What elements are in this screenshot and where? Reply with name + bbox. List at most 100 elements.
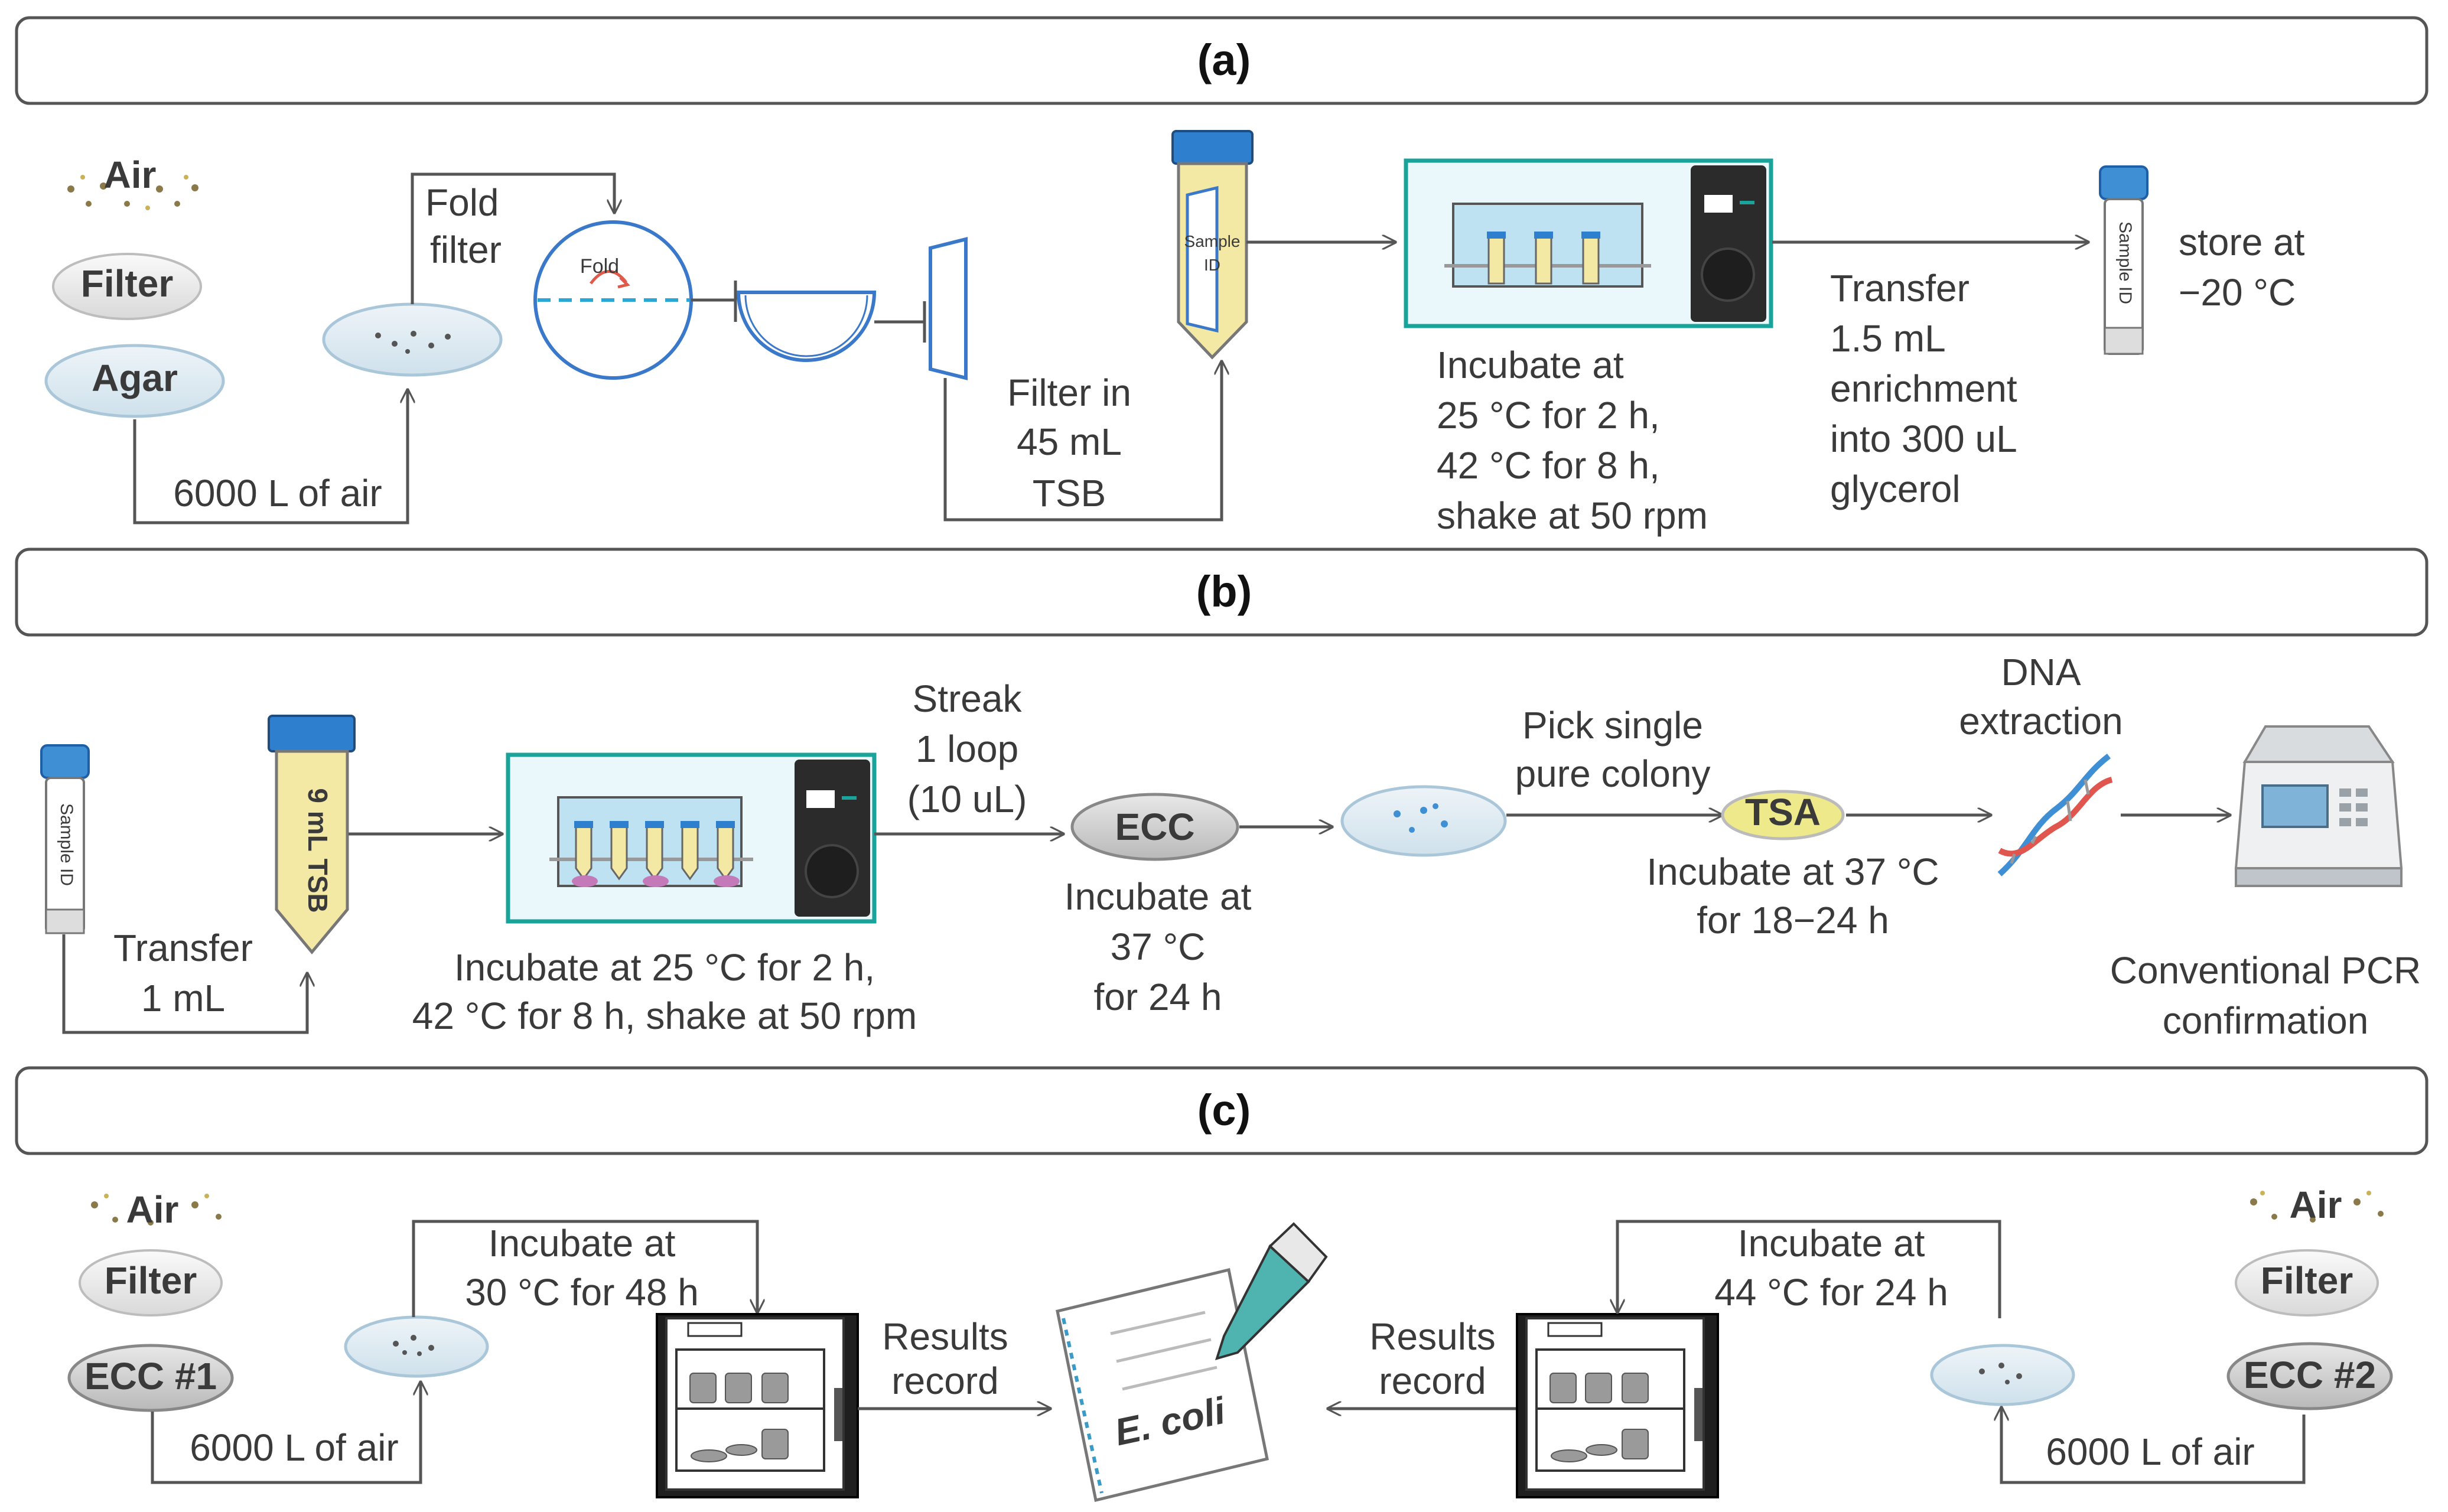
incubator-left-icon [656,1313,859,1498]
section-b-header-box [15,548,2429,637]
results-right-1: Results [1369,1315,1495,1358]
shaker-incubator-b [506,752,877,924]
air-volume-label-a: 6000 L of air [173,472,382,514]
air-flow-line-c-right [2001,1407,2306,1484]
incubate-b-2: 42 °C for 8 h, shake at 50 rpm [412,995,917,1037]
pick-2: pure colony [1515,752,1711,795]
section-a-header-box [15,16,2429,105]
collected-plate-c-left [344,1315,489,1378]
shaker-incubator-a [1404,158,1773,328]
blue-colonies [1394,803,1448,833]
agar-plate-a [44,344,225,418]
fold-label: Fold [580,255,619,278]
incubate-b-1: Incubate at 25 °C for 2 h, [454,946,875,989]
filter-label-c-right: Filter [2261,1259,2353,1302]
cryovial-a: Sample ID [2099,165,2148,355]
filter-disc-a [52,253,202,320]
plate-to-incubator-line-left [412,1220,757,1317]
transfer-a-1: Transfer [1830,267,1970,309]
filter-disc-c-right [2235,1249,2379,1317]
results-left-2: record [891,1360,998,1402]
tsb-tube-label-b: 9 mL TSB [302,788,333,913]
half-folded-filter [736,291,877,362]
incubate-ecc-3: for 24 h [1093,976,1222,1018]
filter-label-c-left: Filter [105,1259,197,1302]
tsa-label: TSA [1745,791,1821,833]
ecc-plate-b [1070,793,1239,861]
store-a-2: −20 °C [2179,271,2296,314]
incubate-c-left-2: 30 °C for 48 h [465,1271,699,1314]
section-c-header: (c) [1197,1086,1251,1135]
section-c-header-box [15,1066,2429,1155]
transfer-a-4: into 300 uL [1830,418,2017,460]
incubate-ecc-2: 37 °C [1111,926,1206,968]
cryovial-b: Sample ID [40,744,90,934]
collected-plate-c-right [1930,1344,2075,1406]
streak-1: Streak [913,677,1023,720]
incubate-c-right-1: Incubate at [1738,1222,1925,1265]
streak-3: (10 uL) [907,778,1027,820]
filter-in-tsb-1: Filter in [1007,372,1131,414]
results-right-2: record [1379,1360,1486,1402]
section-c: (c) Air Filter ECC #1 6000 L of air Incu… [15,1066,2429,1503]
filter-disc-c-left [79,1249,223,1317]
pcr-machine-icon [2234,725,2403,887]
filter-label-a: Filter [81,262,173,305]
vial-label-b: Sample ID [57,803,76,886]
tsb-tube-b: 9 mL TSB [268,715,356,954]
pick-1: Pick single [1522,704,1703,747]
air-volume-c-left: 6000 L of air [190,1426,398,1469]
transfer-a-3: enrichment [1830,367,2017,410]
fold-filter-label-2: filter [430,229,502,271]
dna-2: extraction [1959,700,2123,742]
incubate-c-left-1: Incubate at [489,1222,676,1265]
air-particles-c-right [2250,1191,2384,1223]
incubate-tsa-1: Incubate at 37 °C [1646,850,1939,893]
ecc1-plate [67,1344,234,1412]
ecc-label-b: ECC [1115,806,1194,848]
dna-1: DNA [2001,651,2081,693]
pcr-1: Conventional PCR [2110,949,2421,992]
air-flow-line-a [133,390,408,524]
incubate-a-1: Incubate at [1437,344,1624,386]
results-left-1: Results [882,1315,1008,1358]
quarter-folded-filter [929,237,968,380]
ecc2-plate [2226,1342,2393,1410]
tube-label-a-2: ID [1204,256,1220,274]
transfer-a-5: glycerol [1830,468,1961,510]
air-flow-line-c-left [151,1382,421,1484]
filter-in-tsb-3: TSB [1033,472,1106,514]
air-particles-c-left [91,1194,222,1226]
agar-label-a: Agar [92,357,178,399]
incubator-right-icon [1516,1313,1719,1498]
pcr-2: confirmation [2163,999,2369,1042]
section-a: (a) Air Filter Agar 6000 L of air Fold f… [15,16,2429,537]
air-label-c-left: Air [126,1188,179,1231]
air-volume-c-right: 6000 L of air [2046,1430,2254,1473]
transfer-b-2: 1 mL [141,977,225,1019]
ecc2-label: ECC #2 [2244,1354,2376,1396]
streak-2: 1 loop [916,728,1018,770]
incubate-c-right-2: 44 °C for 24 h [1714,1271,1948,1314]
section-a-header: (a) [1197,35,1251,84]
collected-plate-a [322,302,503,377]
colony-plate-b [1340,785,1507,857]
filter-to-tube-line [943,361,1222,522]
store-a-1: store at [2179,221,2305,263]
dna-helix-icon [1997,754,2113,876]
air-particles-a [67,175,198,210]
results-notebook-icon [1056,1222,1328,1503]
air-label-a: Air [104,154,157,196]
fold-filter-label-1: Fold [425,181,499,224]
section-b-header: (b) [1196,567,1252,616]
transfer-b-1: Transfer [113,927,253,969]
colonies-a [375,331,451,354]
plate-to-incubator-line-right [1617,1220,2001,1318]
tsa-plate [1721,790,1845,840]
incubate-tsa-2: for 18−24 h [1697,899,1889,941]
vial-to-tube-line-b [62,934,307,1034]
incubate-a-4: shake at 50 rpm [1437,494,1708,537]
tube-label-a-1: Sample [1184,232,1241,250]
incubate-a-3: 42 °C for 8 h, [1437,444,1660,487]
